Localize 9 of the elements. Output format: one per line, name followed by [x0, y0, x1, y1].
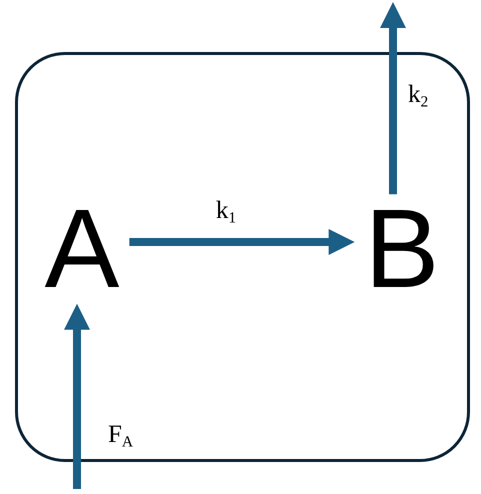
edge-label: F$_{A}$ — [108, 421, 134, 448]
arrow — [129, 229, 355, 255]
node-label: A — [44, 204, 120, 294]
node-label: B — [364, 204, 440, 294]
edge-label: k$_{1}$ — [216, 197, 236, 224]
arrow — [64, 304, 90, 489]
arrow — [380, 2, 406, 194]
edge-label: k$_{2}$ — [408, 81, 428, 108]
rounded-frame — [15, 52, 470, 462]
